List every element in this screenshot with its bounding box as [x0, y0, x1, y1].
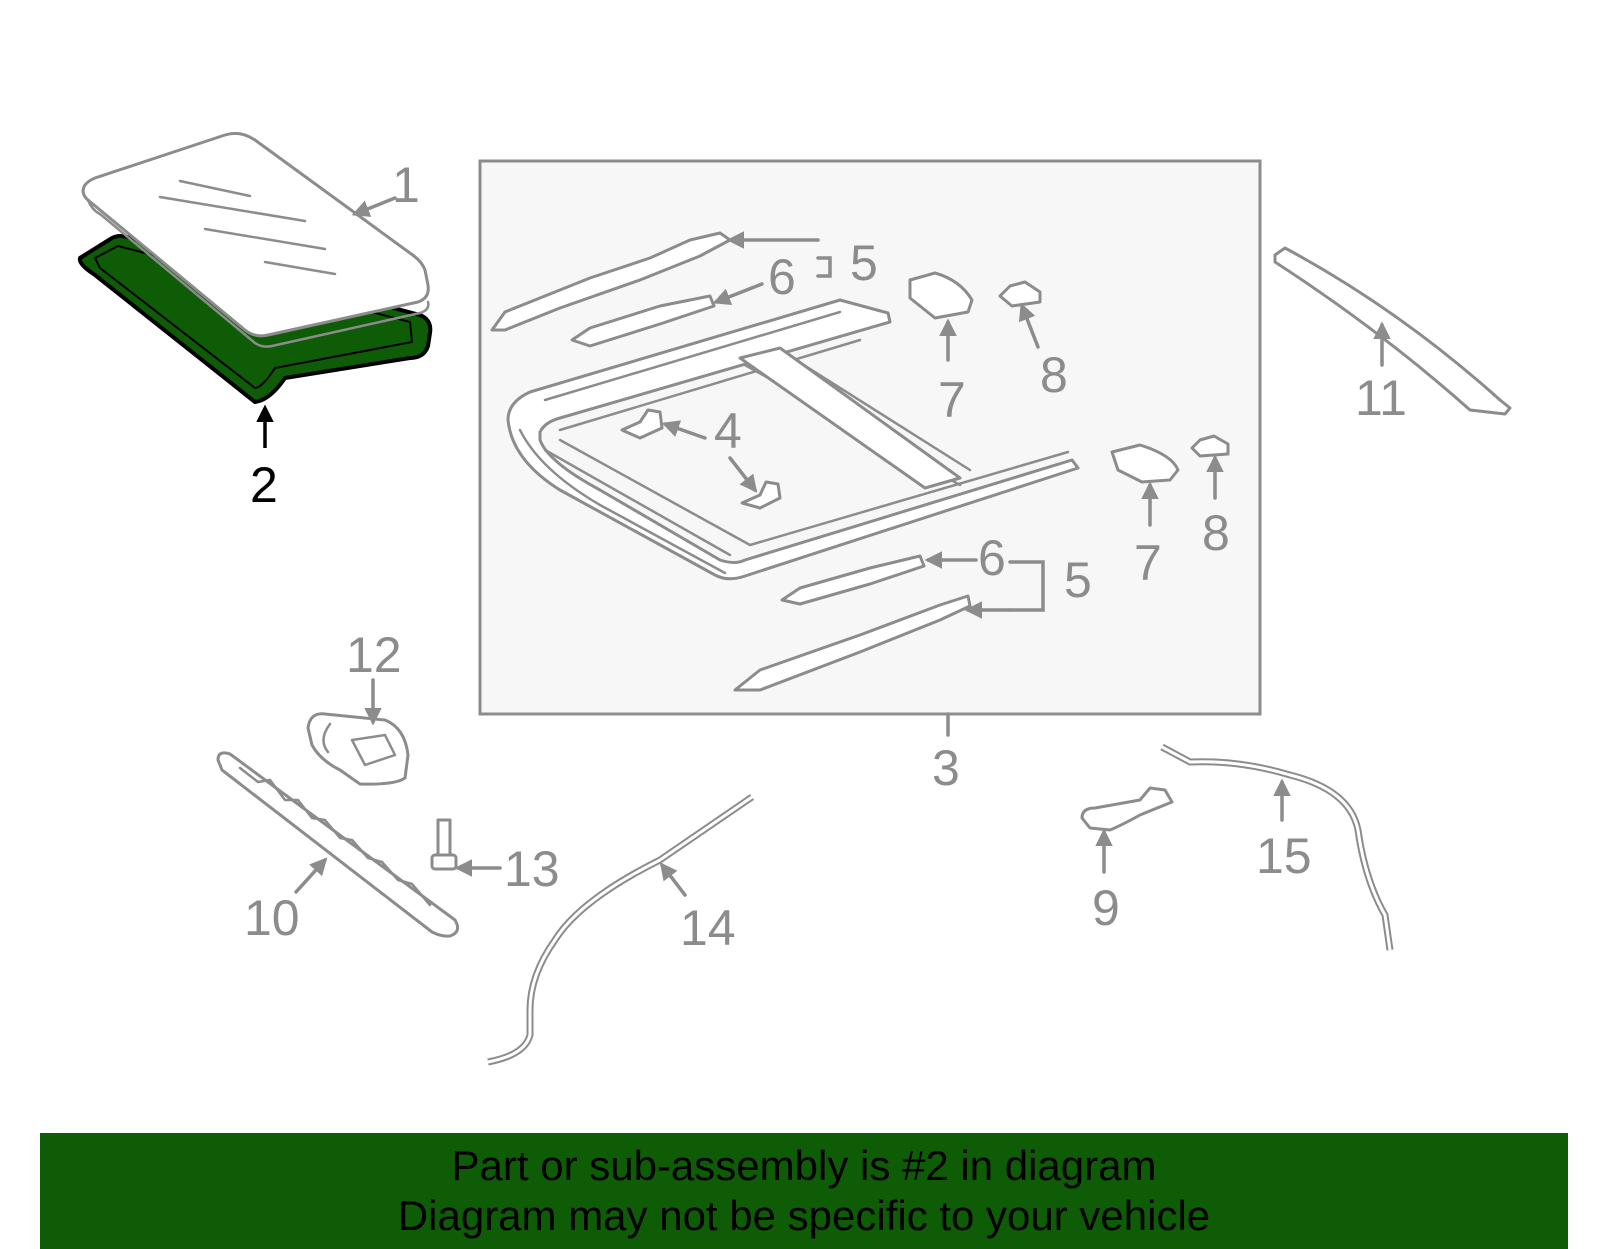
part-10-strip-teeth: [238, 766, 432, 907]
part-8-clip-lower: [1190, 434, 1230, 458]
callout-7-lower: 7: [1134, 535, 1162, 591]
leader-lines: [256, 196, 1391, 897]
callout-1: 1: [392, 157, 420, 213]
part-6-guide-lower: [780, 554, 926, 606]
part-5-rail-lower: [733, 594, 972, 692]
part-7-bracket-upper: [908, 271, 974, 320]
part-10-strip: [216, 751, 460, 938]
part-5-rail-upper: [490, 231, 732, 332]
part-2-seal-inner: [93, 244, 414, 390]
part-7-bracket-lower: [1110, 443, 1180, 484]
callout-13: 13: [504, 841, 560, 897]
callout-2: 2: [250, 457, 278, 513]
part-1-glass-reflections: [158, 179, 337, 276]
callout-10: 10: [244, 890, 300, 946]
callout-7-upper: 7: [938, 372, 966, 428]
part-15-drain-hose-core: [1161, 745, 1392, 951]
callout-5-lower: 5: [1064, 552, 1092, 608]
part-12-motor-detail: [322, 722, 397, 767]
part-6-guide-upper: [570, 294, 716, 348]
part-8-clip-upper: [998, 280, 1042, 308]
part-14-drain-hose-core: [487, 795, 753, 1064]
callout-11: 11: [1355, 370, 1407, 426]
callout-14: 14: [680, 900, 736, 956]
part-9-bracket: [1080, 786, 1174, 832]
callout-3: 3: [932, 740, 960, 796]
callout-4: 4: [714, 403, 742, 459]
callout-5-upper: 5: [850, 235, 878, 291]
info-banner: Part or sub-assembly is #2 in diagram Di…: [40, 1133, 1568, 1249]
part-13-bolt: [430, 818, 458, 871]
callout-6-upper: 6: [768, 249, 796, 305]
callout-9: 9: [1092, 880, 1120, 936]
part-4-clip-b: [740, 480, 782, 510]
part-1-glass-edge: [86, 198, 430, 348]
sunroof-frame: [506, 298, 1080, 581]
part-4-clip-a: [620, 408, 664, 440]
callout-12: 12: [346, 627, 402, 683]
banner-line-2: Diagram may not be specific to your vehi…: [397, 1192, 1211, 1239]
callout-8-upper: 8: [1040, 347, 1068, 403]
callout-15: 15: [1256, 828, 1312, 884]
banner-line-1: Part or sub-assembly is #2 in diagram: [451, 1142, 1157, 1189]
callout-6-lower: 6: [978, 530, 1006, 586]
part-1-glass: [81, 131, 430, 338]
callout-8-lower: 8: [1202, 505, 1230, 561]
part-11-trim: [1273, 246, 1512, 416]
